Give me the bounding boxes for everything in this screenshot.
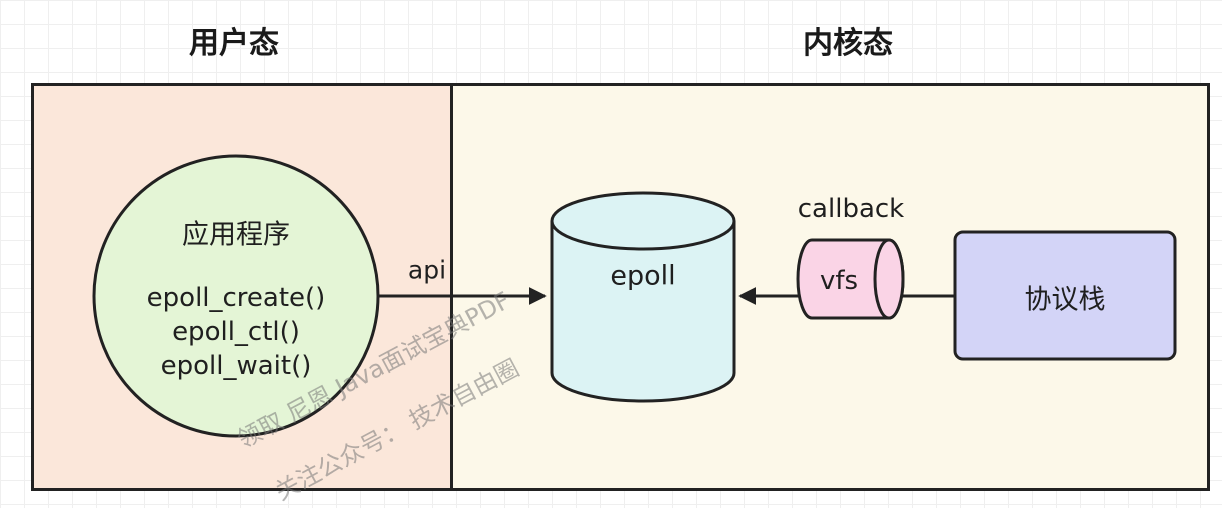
app-title: 应用程序	[182, 219, 290, 251]
epoll-wait-call: epoll_wait()	[160, 351, 312, 381]
epoll-node[interactable]	[550, 191, 736, 403]
epoll-create-call: epoll_create()	[146, 283, 326, 313]
user-space-heading: 用户态	[189, 26, 279, 61]
api-label: api	[407, 255, 447, 285]
epoll-ctl-call: epoll_ctl()	[172, 317, 300, 347]
callback-label: callback	[797, 194, 905, 224]
app-calls: epoll_create() epoll_ctl() epoll_wait()	[147, 281, 326, 383]
protocol-stack-node[interactable]	[953, 230, 1177, 361]
vfs-node[interactable]	[796, 238, 905, 320]
protocol-stack-label: 协议栈	[1024, 284, 1106, 316]
epoll-label: epoll	[610, 260, 676, 292]
kernel-space-heading: 内核态	[803, 26, 893, 61]
vfs-label: vfs	[819, 266, 859, 296]
